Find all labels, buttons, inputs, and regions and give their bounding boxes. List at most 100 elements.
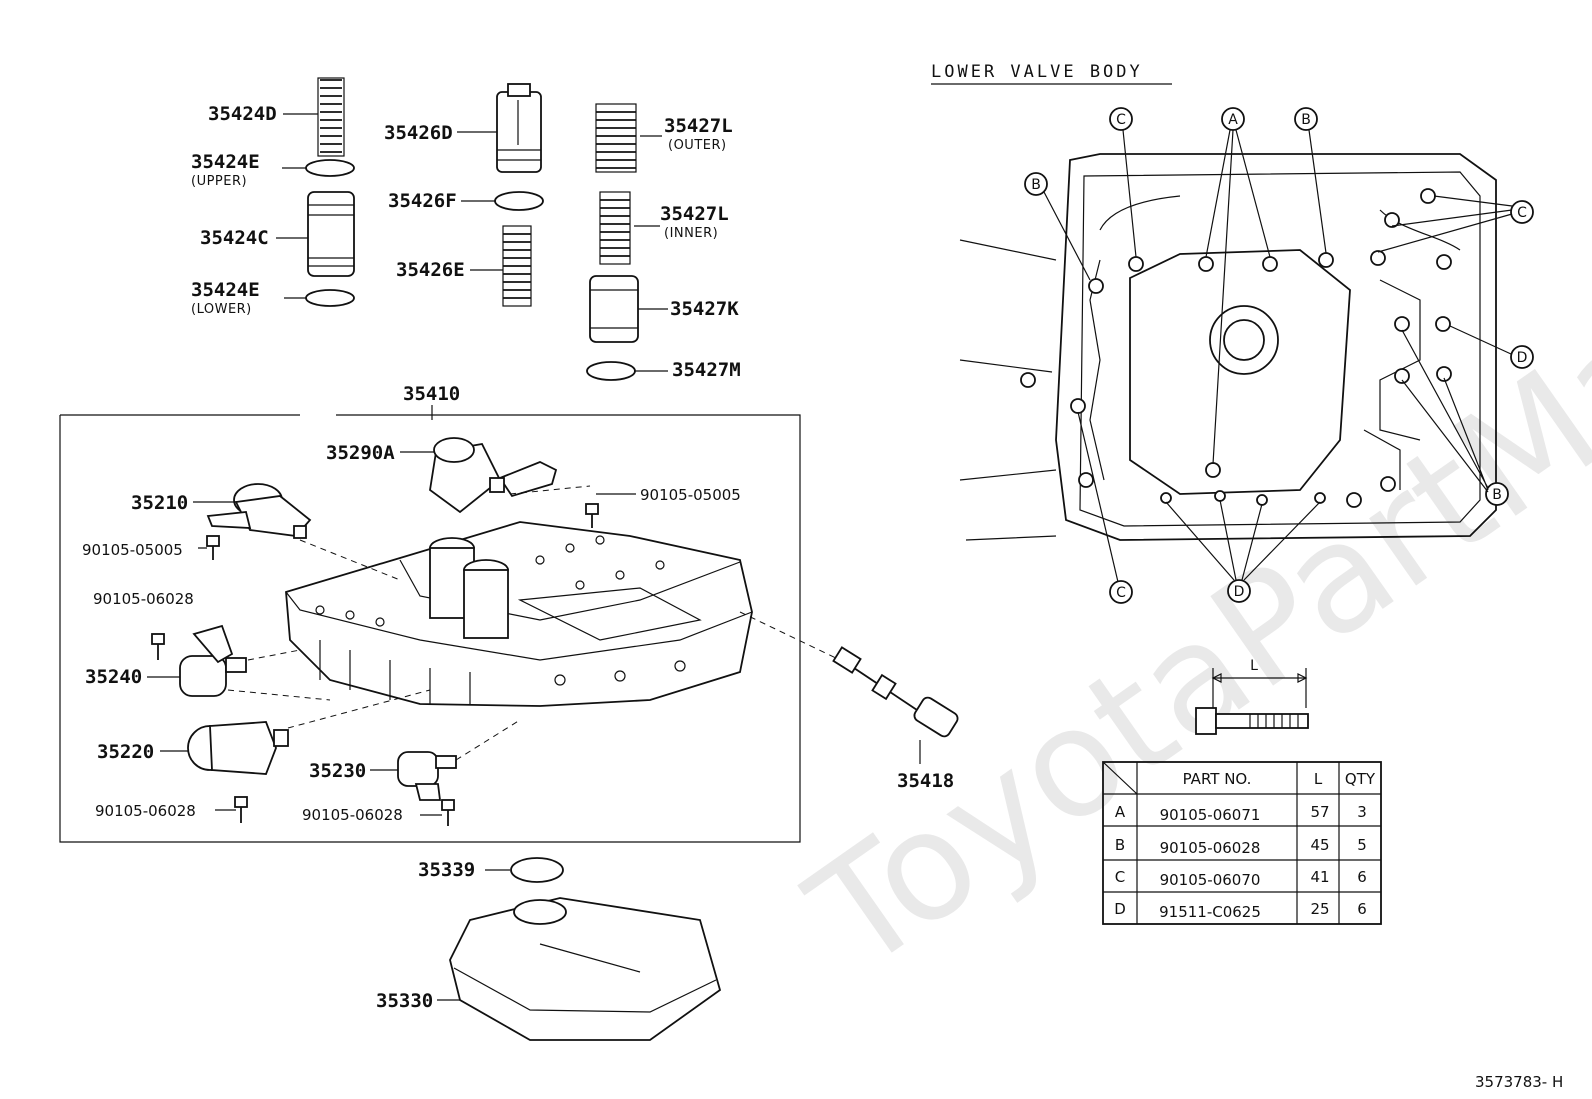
table-row-c-l: 41 bbox=[1310, 868, 1329, 886]
label-35426E[interactable]: 35426E bbox=[396, 259, 465, 281]
ring-35424E-upper[interactable] bbox=[305, 159, 355, 177]
callout-B-left: B bbox=[1024, 172, 1048, 196]
plunger-35426D[interactable] bbox=[496, 83, 542, 173]
callout-B-top: B bbox=[1294, 107, 1318, 131]
table-header-part-no: PART NO. bbox=[1183, 770, 1252, 788]
solenoid-35290A[interactable] bbox=[429, 437, 558, 514]
figure-number: 3573783- H bbox=[1475, 1073, 1563, 1091]
callout-B-right: B bbox=[1485, 482, 1509, 506]
svg-text:C: C bbox=[1517, 205, 1527, 221]
ring-35424E-lower[interactable] bbox=[305, 289, 355, 307]
sleeve-35424C[interactable] bbox=[307, 191, 355, 277]
svg-text:D: D bbox=[1234, 584, 1245, 600]
label-35427L-inner[interactable]: 35427L bbox=[660, 203, 729, 225]
table-row-c-part: 90105-06070 bbox=[1160, 871, 1261, 889]
label-outer-note: (OUTER) bbox=[668, 138, 727, 153]
label-35418[interactable]: 35418 bbox=[897, 770, 954, 792]
solenoid-35210[interactable] bbox=[206, 483, 312, 539]
table-header-l: L bbox=[1314, 770, 1323, 788]
label-35426F[interactable]: 35426F bbox=[388, 190, 457, 212]
svg-text:B: B bbox=[1031, 177, 1041, 193]
table-row-a-l: 57 bbox=[1310, 803, 1329, 821]
assembly-box bbox=[59, 414, 801, 843]
solenoid-35220[interactable] bbox=[187, 721, 289, 775]
bolt-90105-06028-b[interactable] bbox=[234, 796, 248, 823]
ring-35427M[interactable] bbox=[586, 361, 636, 381]
dimension-L-label: L bbox=[1250, 658, 1258, 674]
strainer-35330[interactable] bbox=[449, 897, 722, 1041]
table-row-c-key: C bbox=[1115, 868, 1125, 886]
table-row-b-l: 45 bbox=[1310, 836, 1329, 854]
svg-text:C: C bbox=[1116, 585, 1126, 601]
label-inner-note: (INNER) bbox=[664, 226, 718, 241]
table-row-b-part: 90105-06028 bbox=[1160, 839, 1261, 857]
bolt-90105-06028-c[interactable] bbox=[441, 799, 455, 826]
label-35424E-upper[interactable]: 35424E bbox=[191, 151, 260, 173]
bolt-90105-05005-a[interactable] bbox=[585, 503, 599, 528]
bolt-dimension-drawing: L bbox=[1195, 658, 1309, 735]
label-35220[interactable]: 35220 bbox=[97, 741, 154, 763]
callout-D-right: D bbox=[1510, 345, 1534, 369]
label-35339[interactable]: 35339 bbox=[418, 859, 475, 881]
label-90105-05005-b[interactable]: 90105-05005 bbox=[82, 541, 183, 559]
svg-text:D: D bbox=[1517, 350, 1528, 366]
label-upper-note: (UPPER) bbox=[191, 174, 247, 189]
table-row-d-l: 25 bbox=[1310, 900, 1329, 918]
label-35424E-lower[interactable]: 35424E bbox=[191, 279, 260, 301]
svg-text:C: C bbox=[1116, 112, 1126, 128]
label-35290A[interactable]: 35290A bbox=[326, 442, 395, 464]
callout-C-bottom: C bbox=[1109, 580, 1133, 604]
table-row-a-qty: 3 bbox=[1357, 803, 1367, 821]
svg-text:B: B bbox=[1492, 487, 1502, 503]
label-35427K[interactable]: 35427K bbox=[670, 298, 739, 320]
gasket-35339[interactable] bbox=[510, 857, 564, 883]
label-35424D[interactable]: 35424D bbox=[208, 103, 277, 125]
callout-C-top: C bbox=[1109, 107, 1133, 131]
sensor-35418[interactable] bbox=[832, 646, 959, 738]
table-header-qty: QTY bbox=[1345, 770, 1376, 788]
table-row-b-key: B bbox=[1115, 836, 1125, 854]
label-90105-05005-a[interactable]: 90105-05005 bbox=[640, 486, 741, 504]
label-35427M[interactable]: 35427M bbox=[672, 359, 741, 381]
label-35330[interactable]: 35330 bbox=[376, 990, 433, 1012]
label-35210[interactable]: 35210 bbox=[131, 492, 188, 514]
label-35426D[interactable]: 35426D bbox=[384, 122, 453, 144]
spring-35426E[interactable] bbox=[502, 225, 532, 307]
label-35410[interactable]: 35410 bbox=[403, 383, 460, 405]
table-row-d-part: 91511-C0625 bbox=[1159, 903, 1261, 921]
section-title: LOWER VALVE BODY bbox=[931, 62, 1143, 82]
spring-35427L-outer[interactable] bbox=[595, 103, 637, 173]
label-35230[interactable]: 35230 bbox=[309, 760, 366, 782]
lower-valve-body[interactable] bbox=[959, 153, 1497, 541]
table-row-d-key: D bbox=[1114, 900, 1126, 918]
label-35424C[interactable]: 35424C bbox=[200, 227, 269, 249]
sleeve-35427K[interactable] bbox=[589, 275, 639, 343]
bolt-90105-06028-a[interactable] bbox=[151, 633, 165, 660]
label-lower-note: (LOWER) bbox=[191, 302, 252, 317]
solenoid-35230[interactable] bbox=[397, 751, 457, 801]
table-row-d-qty: 6 bbox=[1357, 900, 1367, 918]
label-35240[interactable]: 35240 bbox=[85, 666, 142, 688]
label-90105-06028-c[interactable]: 90105-06028 bbox=[302, 806, 403, 824]
table-row-b-qty: 5 bbox=[1357, 836, 1367, 854]
valve-body-35410[interactable] bbox=[285, 521, 753, 707]
callout-C-right: C bbox=[1510, 200, 1534, 224]
table-row-a-part: 90105-06071 bbox=[1160, 806, 1261, 824]
label-90105-06028-b[interactable]: 90105-06028 bbox=[95, 802, 196, 820]
bolt-table: PART NO. L QTY A 90105-06071 57 3 B 9010… bbox=[1102, 761, 1382, 925]
svg-text:A: A bbox=[1228, 112, 1238, 128]
ring-35426F[interactable] bbox=[494, 191, 544, 211]
spring-35424D[interactable] bbox=[317, 77, 345, 157]
label-35427L-outer[interactable]: 35427L bbox=[664, 115, 733, 137]
bolt-90105-05005-b[interactable] bbox=[206, 535, 220, 560]
callout-D-bottom: D bbox=[1227, 579, 1251, 603]
bolt-holes bbox=[1020, 188, 1452, 508]
table-row-c-qty: 6 bbox=[1357, 868, 1367, 886]
callout-A-top: A bbox=[1221, 107, 1245, 131]
spring-35427L-inner[interactable] bbox=[599, 191, 631, 265]
svg-text:B: B bbox=[1301, 112, 1311, 128]
solenoid-35240[interactable] bbox=[179, 624, 247, 697]
label-90105-06028-a[interactable]: 90105-06028 bbox=[93, 590, 194, 608]
